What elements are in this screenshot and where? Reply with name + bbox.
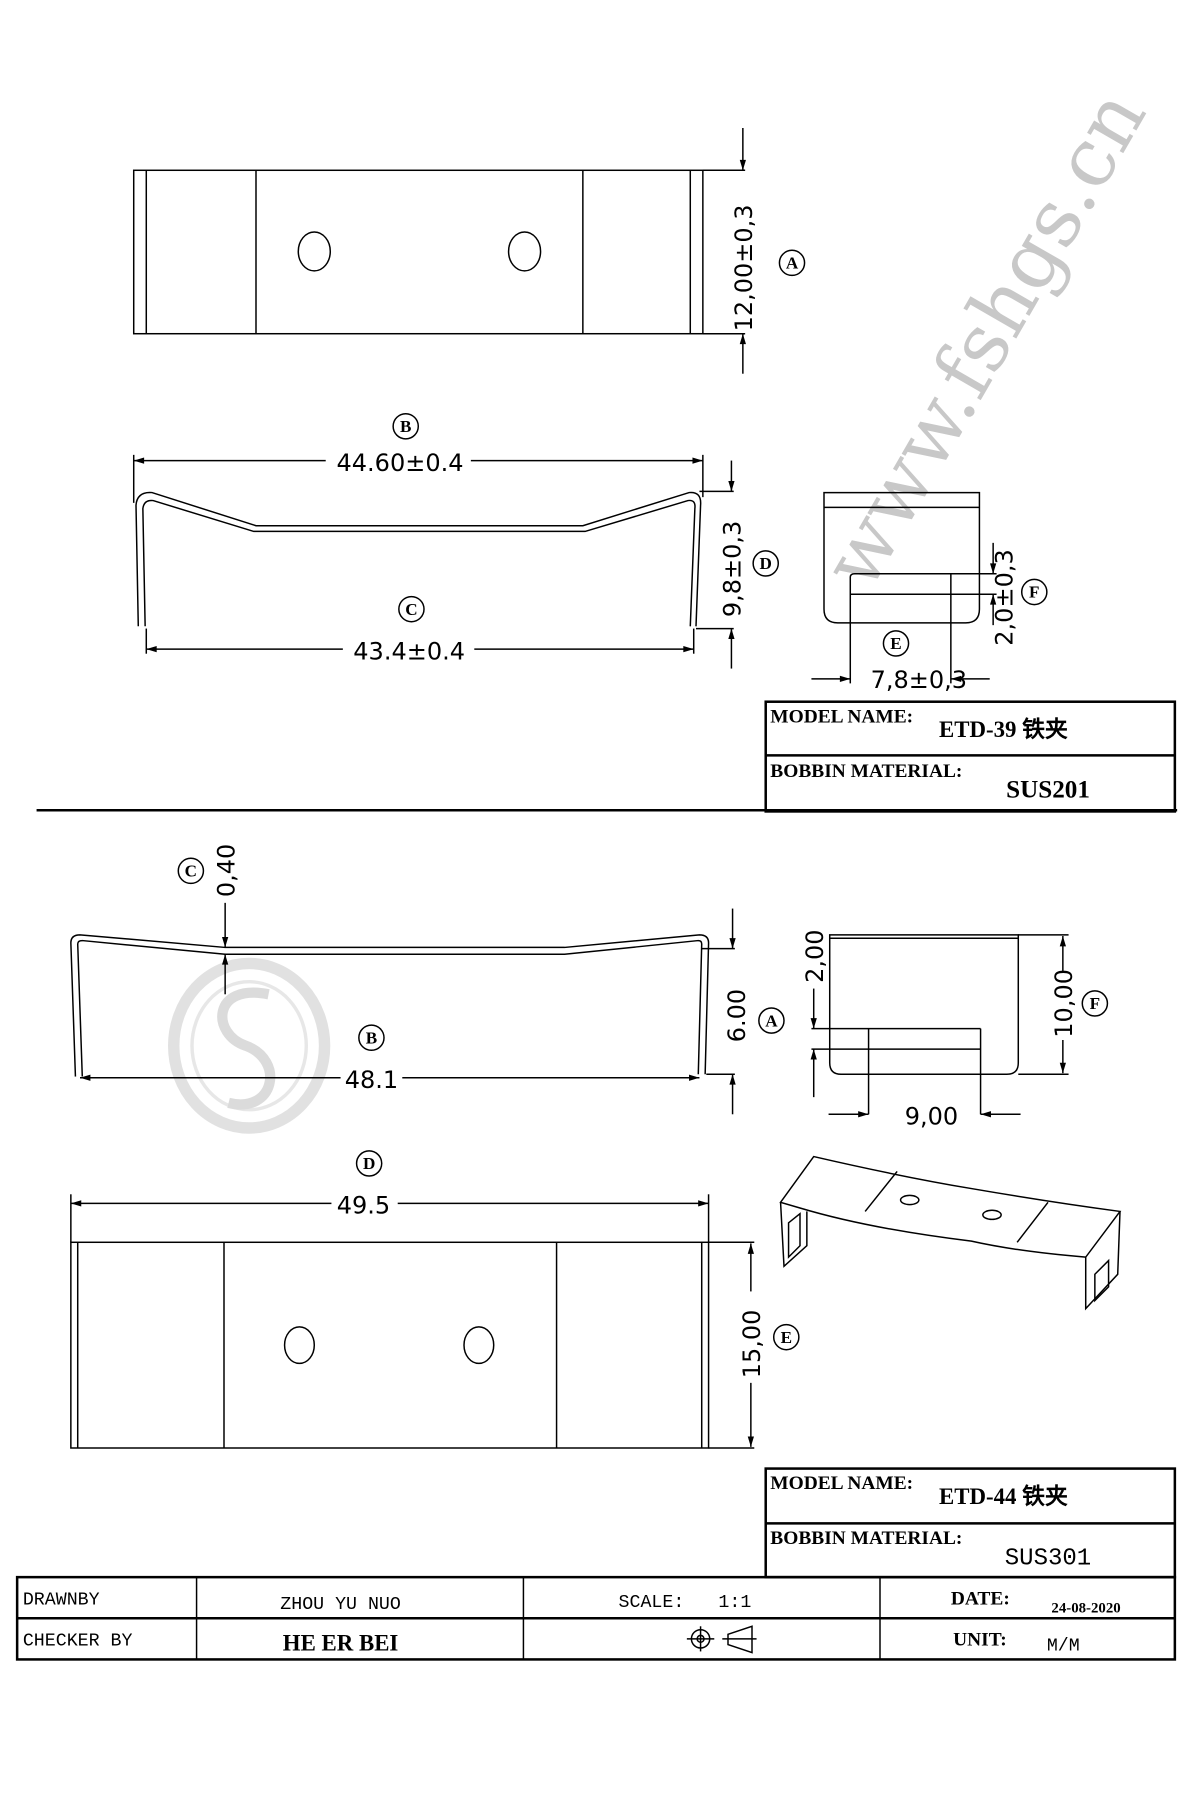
dim-e-tag: E (882, 630, 910, 657)
dim-e-value: 7,8±0,3 (871, 666, 967, 694)
dim-f-tag: F (1020, 578, 1048, 606)
drawn-by-label: DRAWNBY (23, 1591, 100, 1611)
model-info-box-etd44: MODEL NAME: ETD-44 铁夹 BOBBIN MATERIAL: S… (764, 1467, 1177, 1579)
etd44-top-view: 49.5 D 15,00 E (70, 1150, 800, 1449)
dim-e-value: 15,00 (738, 1310, 766, 1379)
etd39-top-view: 12,00±0,3 A (132, 128, 806, 374)
dim-c-tag: C (177, 857, 205, 885)
svg-text:E: E (890, 634, 901, 653)
dim-slot-width: 9,00 (905, 1103, 958, 1131)
etd44-end-view: 2,00 9,00 10,00 F (801, 929, 1109, 1131)
watermark-logo-icon (168, 957, 331, 1134)
svg-text:D: D (363, 1154, 375, 1173)
scale-label: SCALE: (619, 1593, 685, 1613)
svg-text:F: F (1029, 583, 1039, 602)
dim-a-tag: A (778, 249, 806, 277)
material-value: SUS301 (1005, 1546, 1091, 1573)
dim-a-value: 6.00 (723, 989, 751, 1042)
svg-text:A: A (786, 254, 799, 273)
svg-text:A: A (765, 1011, 778, 1030)
dim-c-tag: C (398, 595, 425, 623)
date-label: DATE: (951, 1589, 1010, 1610)
svg-text:F: F (1090, 994, 1100, 1013)
mounting-hole (283, 1326, 316, 1365)
dim-c-value: 43.4±0.4 (353, 637, 465, 665)
svg-text:B: B (366, 1028, 377, 1047)
dim-b-value: 44.60±0.4 (337, 449, 464, 477)
svg-text:E: E (781, 1328, 792, 1347)
material-label: BOBBIN MATERIAL: (770, 761, 962, 782)
drawn-by-value: ZHOU YU NUO (280, 1595, 401, 1615)
dim-d-tag: D (752, 550, 780, 577)
dim-b-tag: B (358, 1024, 385, 1052)
svg-text:C: C (405, 600, 417, 619)
etd39-side-view: 44.60±0.4 B 43.4±0.4 C 9,8±0,3 D (132, 412, 780, 669)
mounting-hole (297, 231, 332, 272)
title-block: DRAWNBY ZHOU YU NUO CHECKER BY HE ER BEI… (15, 1575, 1177, 1661)
dim-d-value: 9,8±0,3 (719, 521, 747, 617)
model-name-label: MODEL NAME: (770, 1473, 913, 1494)
isometric-view (779, 1155, 1122, 1311)
svg-text:C: C (185, 862, 197, 881)
material-value: SUS201 (1006, 777, 1090, 804)
scale-value: 1:1 (718, 1593, 751, 1613)
unit-value: M/M (1047, 1636, 1080, 1656)
dim-e-tag: E (772, 1323, 800, 1351)
dim-c-value: 0,40 (212, 844, 240, 897)
dim-d-value: 49.5 (337, 1192, 390, 1220)
unit-label: UNIT: (953, 1630, 1007, 1651)
projection-symbol-icon (686, 1625, 757, 1654)
dim-a-tag: A (758, 1007, 785, 1034)
checker-value: HE ER BEI (283, 1630, 399, 1655)
dim-f-tag: F (1081, 990, 1109, 1017)
svg-text:B: B (400, 417, 411, 436)
dim-b-tag: B (392, 412, 420, 440)
model-name-value: ETD-39 铁夹 (939, 717, 1068, 742)
etd39-end-view: 2,0±0,3 F 7,8±0,3 E (811, 491, 1048, 694)
mounting-hole (463, 1326, 495, 1365)
checker-label: CHECKER BY (23, 1632, 133, 1652)
model-info-box-etd39: MODEL NAME: ETD-39 铁夹 BOBBIN MATERIAL: S… (764, 700, 1177, 813)
model-name-value: ETD-44 铁夹 (939, 1484, 1068, 1509)
dim-d-tag: D (355, 1150, 383, 1177)
etd44-side-view: 0,40 C 48.1 B 6.00 A (70, 844, 785, 1115)
dim-f-value: 10,00 (1050, 969, 1078, 1038)
date-value: 24-08-2020 (1051, 1601, 1120, 1617)
mounting-hole (507, 231, 542, 272)
dim-f-value: 2,0±0,3 (991, 549, 1019, 645)
dim-slot-height: 2,00 (801, 929, 829, 982)
material-label: BOBBIN MATERIAL: (770, 1528, 962, 1549)
dim-b-value: 48.1 (345, 1066, 398, 1094)
dim-a-value: 12,00±0,3 (730, 204, 758, 331)
model-name-label: MODEL NAME: (770, 706, 913, 727)
watermark-text: www.fshgs.cn (804, 74, 1163, 603)
svg-text:D: D (760, 554, 772, 573)
